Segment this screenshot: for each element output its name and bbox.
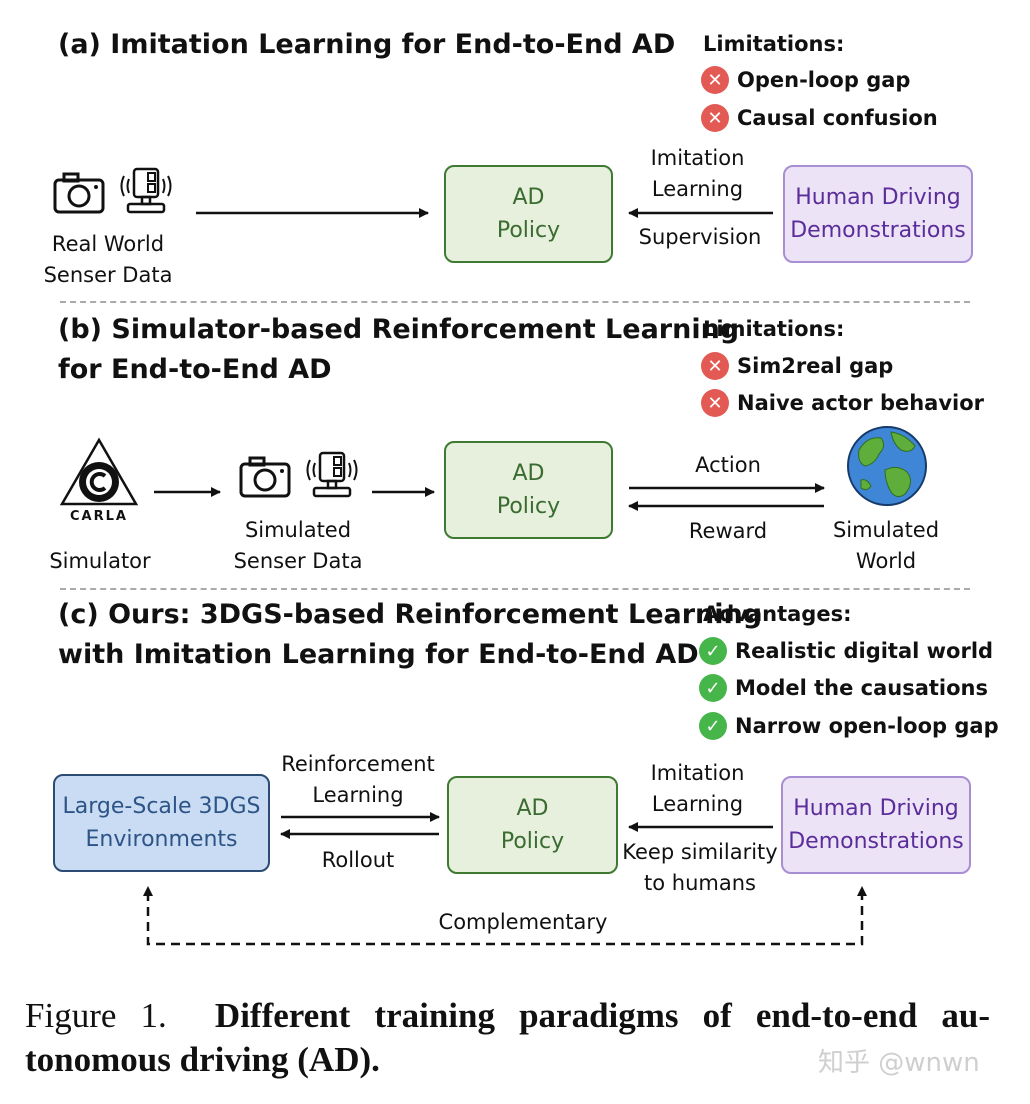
camera-icon bbox=[239, 456, 291, 498]
panel-b-title: (b) Simulator-based Reinforcement Learni… bbox=[58, 314, 740, 385]
reward-label: Reward bbox=[688, 519, 768, 543]
panel-a-limitations-heading: Limitations: bbox=[703, 32, 845, 56]
check-icon: ✓ bbox=[699, 712, 727, 740]
caption-text-line-1: Different training paradigms of end-to-e… bbox=[214, 996, 990, 1035]
advantage-text: Narrow open-loop gap bbox=[735, 714, 999, 738]
camera-icon bbox=[53, 172, 105, 214]
carla-logo-icon: CARLA bbox=[59, 437, 139, 524]
panel-a-imitation-learning-label: Imitation Learning bbox=[650, 146, 745, 201]
x-icon: ✕ bbox=[701, 389, 729, 417]
panel-c-ad-policy-box: AD Policy bbox=[447, 776, 618, 874]
panel-a-limitation-1: ✕ Open-loop gap bbox=[701, 66, 910, 94]
panel-c-advantage-1: ✓ Realistic digital world bbox=[699, 637, 993, 665]
limitation-text: Causal confusion bbox=[737, 106, 938, 130]
x-icon: ✕ bbox=[701, 352, 729, 380]
real-world-sensor-label: Real World Senser Data bbox=[43, 232, 173, 287]
panel-c-title: (c) Ours: 3DGS-based Reinforcement Learn… bbox=[58, 599, 763, 670]
lidar-icon bbox=[306, 451, 358, 498]
limitation-text: Naive actor behavior bbox=[737, 391, 985, 415]
advantage-text: Realistic digital world bbox=[735, 639, 994, 663]
figure-caption-line-2: tonomous driving (AD). bbox=[25, 1038, 380, 1082]
x-icon: ✕ bbox=[701, 66, 729, 94]
limitation-text: Open-loop gap bbox=[737, 68, 911, 92]
keep-similarity-label: Keep similarity to humans bbox=[622, 840, 778, 895]
lidar-icon bbox=[120, 167, 172, 214]
globe-icon bbox=[847, 426, 927, 506]
simulated-sensor-label: Simulated Senser Data bbox=[233, 518, 363, 573]
simulator-label: Simulator bbox=[49, 549, 151, 573]
divider-bc bbox=[60, 588, 970, 590]
figure-caption-line-1: Figure 1. Different training paradigms o… bbox=[25, 994, 990, 1038]
divider-ab bbox=[60, 301, 970, 303]
panel-a-supervision-label: Supervision bbox=[638, 225, 762, 249]
complementary-label: Complementary bbox=[438, 910, 608, 934]
reinforcement-learning-label: Reinforcement Learning bbox=[281, 752, 435, 807]
panel-a-limitation-2: ✕ Causal confusion bbox=[701, 104, 938, 132]
watermark: 知乎 @wnwn bbox=[818, 1048, 980, 1078]
panel-a-ad-policy-box: AD Policy bbox=[444, 165, 613, 263]
panel-b-limitation-1: ✕ Sim2real gap bbox=[701, 352, 893, 380]
rollout-label: Rollout bbox=[321, 848, 395, 872]
simulated-world-label: Simulated World bbox=[832, 518, 940, 573]
panel-b-ad-policy-box: AD Policy bbox=[444, 441, 613, 539]
x-icon: ✕ bbox=[701, 104, 729, 132]
figure-label: Figure 1. bbox=[25, 996, 167, 1035]
limitation-text: Sim2real gap bbox=[737, 354, 894, 378]
check-icon: ✓ bbox=[699, 637, 727, 665]
panel-c-imitation-learning-label: Imitation Learning bbox=[650, 761, 745, 816]
panel-c-human-demo-box: Human Driving Demonstrations bbox=[781, 776, 971, 874]
check-icon: ✓ bbox=[699, 674, 727, 702]
panel-c-advantage-3: ✓ Narrow open-loop gap bbox=[699, 712, 999, 740]
panel-c-advantage-2: ✓ Model the causations bbox=[699, 674, 988, 702]
action-label: Action bbox=[695, 453, 761, 477]
carla-logo-text: CARLA bbox=[70, 509, 128, 524]
caption-text-line-2: tonomous driving (AD). bbox=[25, 1040, 380, 1079]
panel-b-limitations-heading: Limitations: bbox=[703, 317, 845, 341]
panel-c-advantages-heading: Advantages: bbox=[703, 602, 852, 626]
panel-b-limitation-2: ✕ Naive actor behavior bbox=[701, 389, 984, 417]
panel-a-title: (a) Imitation Learning for End-to-End AD bbox=[58, 29, 676, 60]
advantage-text: Model the causations bbox=[735, 676, 989, 700]
panel-a-human-demo-box: Human Driving Demonstrations bbox=[783, 165, 973, 263]
panel-c-3dgs-env-box: Large-Scale 3DGS Environments bbox=[53, 774, 270, 872]
